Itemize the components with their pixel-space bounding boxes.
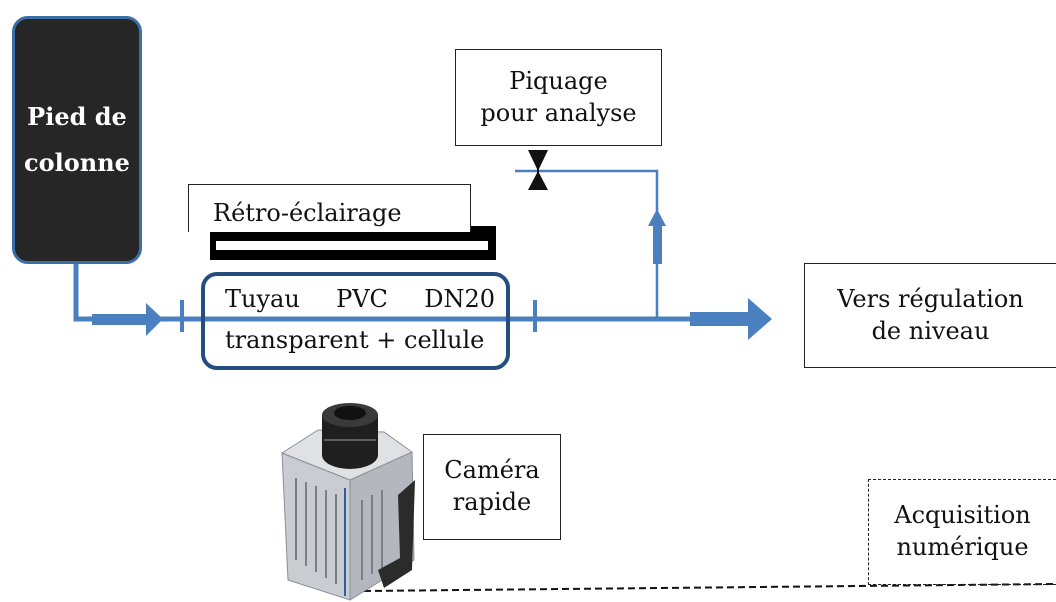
outlet-box: Vers régulation de niveau [804, 263, 1056, 368]
column-label-line2: colonne [24, 148, 130, 177]
pipe-label-line2: transparent + cellule [225, 326, 485, 354]
sampling-branch [515, 169, 659, 319]
flow-arrow-up [648, 209, 666, 264]
main-pipe [73, 262, 690, 322]
sampling-label-line1: Piquage [509, 66, 608, 95]
outlet-label-line2: de niveau [871, 316, 990, 345]
camera-label-line2: rapide [452, 488, 532, 516]
flow-arrow-outlet [690, 298, 772, 340]
pipe-word-dn: DN20 [424, 285, 495, 313]
acquisition-label-line2: numérique [896, 533, 1029, 561]
acquisition-label-line1: Acquisition [894, 501, 1031, 530]
sampling-box: Piquage pour analyse [455, 49, 662, 146]
outlet-label-line1: Vers régulation [837, 284, 1024, 313]
valve-icon [528, 150, 548, 190]
sampling-label-line2: pour analyse [480, 98, 637, 127]
camera-box: Caméra rapide [423, 434, 561, 540]
pipe-word-pvc: PVC [336, 285, 388, 313]
backlight-label: Rétro-éclairage [213, 199, 402, 227]
acquisition-link [363, 583, 1056, 592]
column-label-line1: Pied de [27, 102, 127, 132]
camera-label-line1: Caméra [444, 456, 540, 485]
acquisition-box: Acquisition numérique [868, 479, 1056, 585]
pipe-cell-box: Tuyau PVC DN20 transparent + cellule [201, 272, 510, 370]
pipe-word-tuyau: Tuyau [225, 285, 300, 313]
camera-icon [280, 403, 415, 601]
column-base-box: Pied de colonne [12, 16, 142, 264]
flow-arrow-inlet [92, 303, 163, 336]
backlight-box: Rétro-éclairage [188, 184, 471, 232]
